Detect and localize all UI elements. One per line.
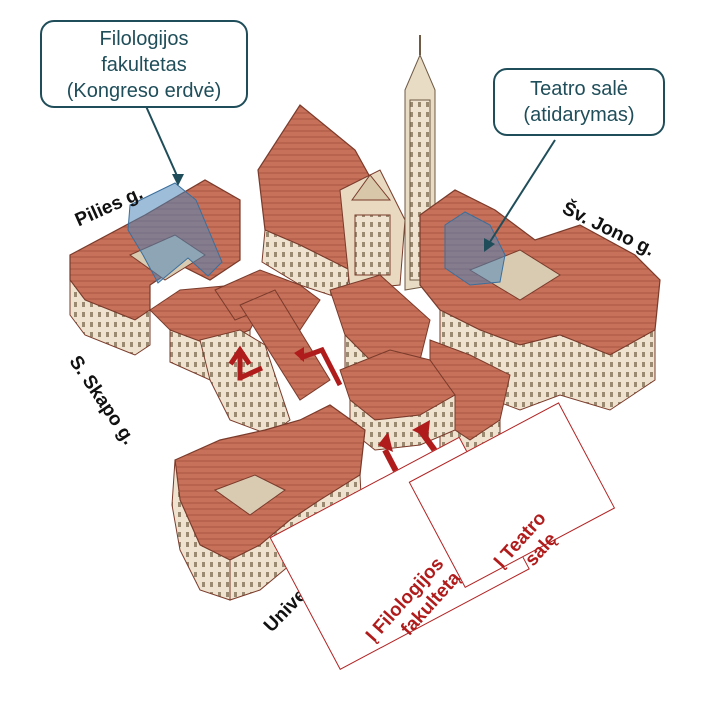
theatre-callout-line1: Teatro salė — [530, 78, 628, 100]
philology-callout-line2: fakultetas — [101, 54, 187, 76]
philology-callout-line1: Filologijos — [99, 28, 189, 50]
route-arrow-inner-left — [228, 345, 264, 381]
philology-callout-line3: (Kongreso erdvė) — [66, 80, 222, 102]
theatre-pointer — [487, 139, 556, 246]
theatre-callout-line2: (atidarymas) — [523, 104, 635, 126]
theatre-pointer-head — [484, 238, 495, 252]
church-building — [257, 104, 406, 301]
central-courtyard-buildings — [199, 269, 431, 436]
main-university-building — [339, 349, 456, 451]
theatre-callout: Teatro salė (atidarymas) — [493, 68, 665, 136]
philology-highlight — [127, 182, 223, 284]
philology-pointer-head — [172, 174, 184, 186]
philology-callout: Filologijos fakultetas (Kongreso erdvė) — [40, 20, 248, 108]
theatre-highlight — [444, 211, 506, 286]
philology-pointer — [144, 103, 179, 179]
route-arrow-inner-right — [294, 346, 343, 387]
